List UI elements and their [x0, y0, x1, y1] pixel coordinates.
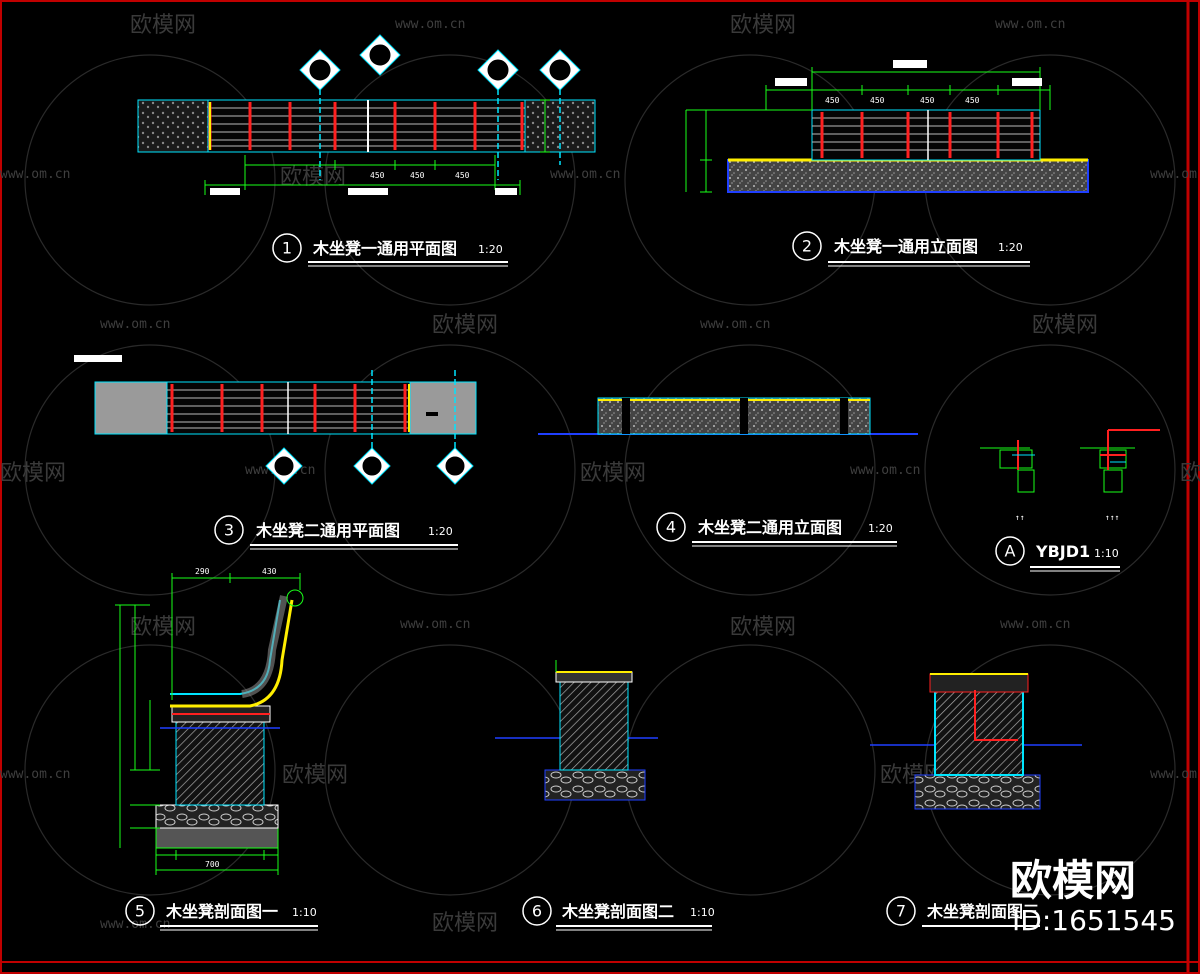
svg-text:450: 450: [965, 96, 980, 105]
drawing-scale: 1:20: [478, 243, 503, 256]
drawing-number: 1: [282, 239, 292, 258]
watermark-url: www.om.cn: [1000, 617, 1070, 632]
watermark-url: www.om.cn: [400, 617, 470, 632]
drawing-number: 5: [135, 902, 145, 921]
drawing-number-circle: [792, 231, 822, 261]
drawing-2-elevation: 450 450 450 450 2 木坐凳一通用立面图 1:20: [685, 60, 1089, 267]
drawing-scale: 1:20: [998, 241, 1023, 254]
watermark-brand: 欧模网: [580, 461, 646, 486]
drawing-number-circle: [656, 512, 686, 542]
svg-text:↑↑: ↑↑: [1015, 513, 1025, 522]
drawing-number-circle: [522, 896, 552, 926]
watermark-brand: 欧模网: [730, 13, 796, 38]
svg-text:290: 290: [195, 567, 210, 576]
watermark-url: www.om.cn: [100, 317, 170, 332]
drawing-title: 木坐凳一通用立面图: [833, 237, 978, 256]
drawing-scale: 1:10: [1094, 547, 1119, 560]
drawing-number: 4: [666, 518, 676, 537]
drawing-title: 木坐凳二通用平面图: [255, 521, 400, 540]
drawing-5-section: 290 430 700 5 木坐凳剖面图一 1:10: [115, 567, 318, 931]
svg-text:450: 450: [370, 171, 385, 180]
drawing-title: YBJD1: [1035, 542, 1090, 561]
drawing-4-elevation: 4 木坐凳二通用立面图 1:20: [538, 397, 918, 547]
drawing-scale: 1:10: [292, 906, 317, 919]
watermark-url: www.om.cn: [0, 167, 70, 182]
watermark-brand: 欧模网: [130, 615, 196, 640]
watermark-brand: 欧模网: [280, 165, 346, 190]
drawing-title: 木坐凳一通用平面图: [312, 239, 457, 258]
watermark-brand: 欧模网: [432, 911, 498, 936]
drawing-title: 木坐凳二通用立面图: [697, 518, 842, 537]
watermark-url: www.om.cn: [1150, 767, 1200, 782]
drawing-number-circle: [886, 896, 916, 926]
watermark-brand: 欧模网: [1180, 461, 1200, 486]
watermark-url: www.om.cn: [550, 167, 620, 182]
svg-text:450: 450: [920, 96, 935, 105]
drawing-number-circle: [125, 896, 155, 926]
drawing-number: 6: [532, 902, 542, 921]
drawing-scale: 1:20: [428, 525, 453, 538]
watermark-brand: 欧模网: [1032, 313, 1098, 338]
watermark-url: www.om.cn: [0, 767, 70, 782]
drawing-scale: 1:20: [868, 522, 893, 535]
drawing-number-circle: [272, 233, 302, 263]
brand-logo: 欧模网: [1010, 856, 1136, 905]
drawing-number: 2: [802, 237, 812, 256]
drawing-number: 7: [896, 902, 906, 921]
watermark-url: www.om.cn: [395, 17, 465, 32]
watermark-brand: 欧模网: [282, 763, 348, 788]
detail-a: ↑↑ ↑↑↑ A YBJD1 1:10: [980, 429, 1160, 572]
model-id: ID:1651545: [1012, 904, 1176, 937]
drawing-title: 木坐凳剖面图二: [561, 902, 674, 921]
drawing-number: A: [1005, 542, 1016, 561]
drawing-number-circle: [214, 515, 244, 545]
drawing-1-plan: 450 450 450 1 木坐凳一通用平面图 1:20: [137, 34, 596, 267]
watermark-url: www.om.cn: [995, 17, 1065, 32]
svg-text:700: 700: [205, 860, 220, 869]
svg-text:↑↑↑: ↑↑↑: [1105, 513, 1119, 522]
drawing-number-circle: [995, 536, 1025, 566]
svg-text:430: 430: [262, 567, 277, 576]
drawing-title: 木坐凳剖面图三: [926, 902, 1039, 921]
drawing-3-plan: 3 木坐凳二通用平面图 1:20: [74, 355, 477, 550]
svg-text:450: 450: [455, 171, 470, 180]
drawing-scale: 1:10: [690, 906, 715, 919]
drawing-number: 3: [224, 521, 234, 540]
svg-text:450: 450: [825, 96, 840, 105]
drawing-title: 木坐凳剖面图一: [165, 902, 278, 921]
svg-text:450: 450: [870, 96, 885, 105]
section-marker: [299, 34, 581, 91]
watermark-brand: 欧模网: [130, 13, 196, 38]
watermark-brand: 欧模网: [432, 313, 498, 338]
watermark-url: www.om.cn: [700, 317, 770, 332]
drawing-6-section: 6 木坐凳剖面图二 1:10: [495, 660, 715, 931]
watermark-circles: [24, 54, 1176, 896]
drawing-7-section: 7 木坐凳剖面图三: [870, 673, 1082, 927]
watermark-brand: 欧模网: [0, 461, 66, 486]
watermark-brand: 欧模网: [730, 615, 796, 640]
watermark-url: www.om.cn: [1150, 167, 1200, 182]
watermark-url: www.om.cn: [850, 463, 920, 478]
svg-text:450: 450: [410, 171, 425, 180]
